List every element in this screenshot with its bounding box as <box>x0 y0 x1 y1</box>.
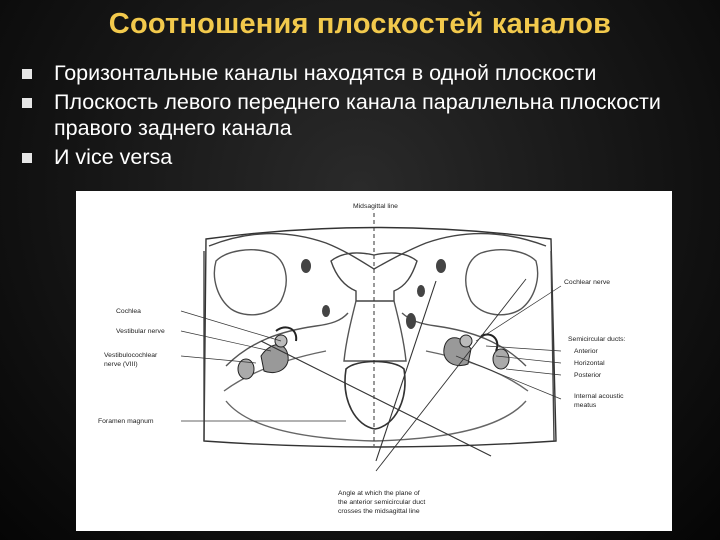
bullet-text: Горизонтальные каналы находятся в одной … <box>54 61 597 85</box>
label-foramen-magnum: Foramen magnum <box>98 418 154 425</box>
label-horizontal: Horizontal <box>574 360 605 367</box>
skull-outline <box>203 226 557 448</box>
plane-line <box>260 340 492 457</box>
square-bullet-icon <box>22 98 32 108</box>
square-bullet-icon <box>22 153 32 163</box>
label-vestibulocochlear-2: nerve (VIII) <box>104 361 138 368</box>
plane-line-2 <box>375 280 437 462</box>
bullet-list: Горизонтальные каналы находятся в одной … <box>22 60 702 173</box>
label-posterior: Posterior <box>574 372 602 379</box>
bullet-item: Горизонтальные каналы находятся в одной … <box>22 60 702 86</box>
bullet-item: Плоскость левого переднего канала паралл… <box>22 89 702 141</box>
label-internal-acoustic-2: meatus <box>574 402 597 409</box>
skull-base-illustration: Midsagittal line Cochlea Vestibular nerv… <box>98 203 626 515</box>
label-vestibular-nerve: Vestibular nerve <box>116 328 165 335</box>
label-vestibulocochlear: Vestibulocochlear <box>104 352 158 359</box>
bullet-item: И vice versa <box>22 144 702 170</box>
left-labyrinth <box>237 326 298 380</box>
anatomy-diagram: Midsagittal line Cochlea Vestibular nerv… <box>76 191 672 531</box>
foramina <box>301 259 446 329</box>
label-angle-3: crosses the midsagittal line <box>338 508 420 515</box>
label-angle-2: the anterior semicircular duct <box>338 499 425 506</box>
leader-lines <box>180 285 562 422</box>
label-semicircular-ducts: Semicircular ducts: <box>568 336 626 343</box>
label-anterior: Anterior <box>574 348 599 355</box>
label-cochlear-nerve: Cochlear nerve <box>564 279 610 286</box>
bullet-text: Плоскость левого переднего канала паралл… <box>54 90 661 140</box>
slide-title: Соотношения плоскостей каналов <box>108 8 612 40</box>
label-angle-1: Angle at which the plane of <box>338 490 420 497</box>
label-midsagittal-line: Midsagittal line <box>353 203 398 210</box>
label-internal-acoustic: Internal acoustic <box>574 393 624 400</box>
square-bullet-icon <box>22 69 32 79</box>
right-labyrinth <box>443 333 510 370</box>
bullet-text: И vice versa <box>54 145 173 169</box>
label-cochlea: Cochlea <box>116 308 141 315</box>
